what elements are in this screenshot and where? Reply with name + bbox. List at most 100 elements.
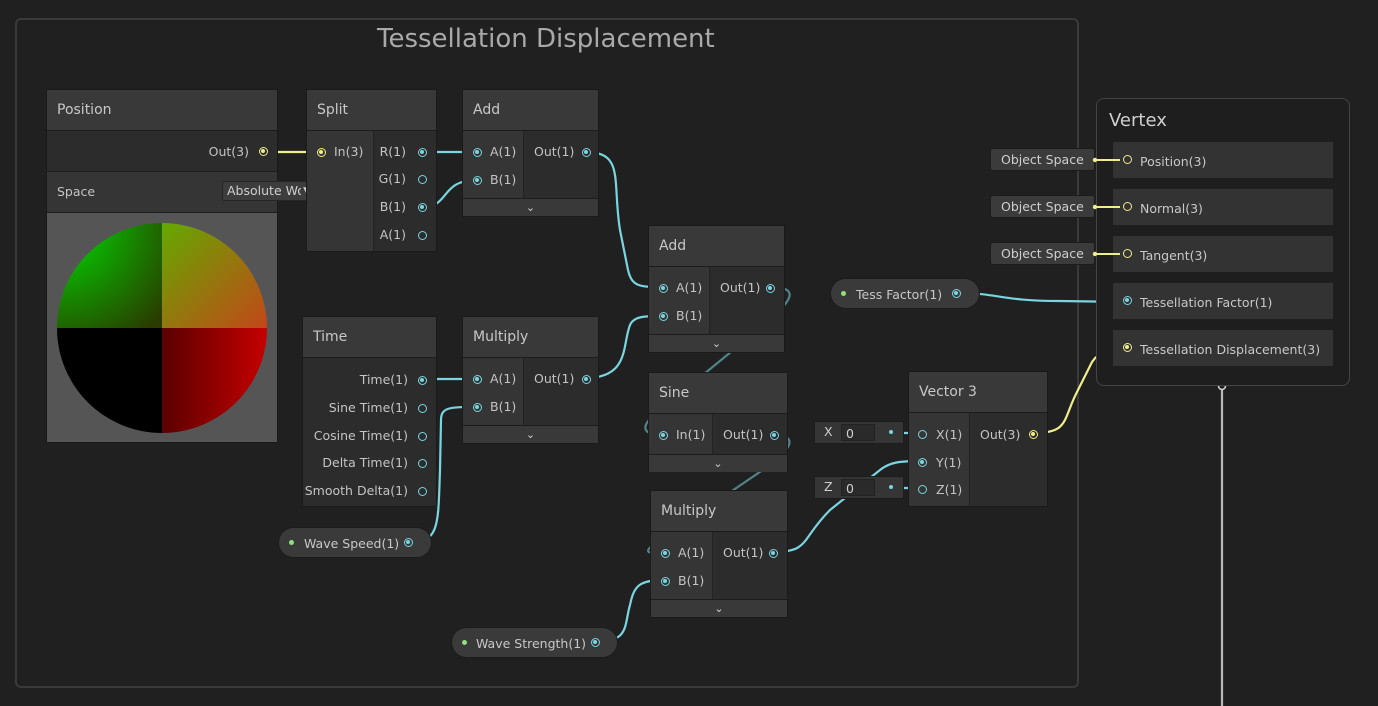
vertex-position-slot[interactable]: Position(3) — [1113, 142, 1333, 178]
normal-space-tag[interactable]: Object Space — [991, 196, 1094, 217]
add1-out-label: Out(1) — [534, 144, 575, 159]
wave-strength-out-port[interactable] — [591, 638, 600, 647]
add1-out-port[interactable] — [582, 148, 591, 157]
add2-in-b-port[interactable] — [659, 312, 668, 321]
wave-speed-property[interactable]: Wave Speed(1) — [279, 528, 431, 557]
mult2-in-b-port[interactable] — [661, 577, 670, 586]
vec3-out-label: Out(3) — [980, 427, 1021, 442]
time-out-cosine-port[interactable] — [418, 432, 427, 441]
tangent-space-tag[interactable]: Object Space — [991, 243, 1094, 264]
add1-collapse-toggle[interactable]: ⌄ — [463, 198, 598, 216]
tess-factor-out-port[interactable] — [952, 289, 961, 298]
add-node-2-title: Add — [649, 226, 784, 267]
add2-in-b-label: B(1) — [676, 308, 703, 323]
time-node[interactable]: Time Time(1) Sine Time(1) Cosine Time(1)… — [303, 317, 436, 506]
vertex-normal-slot[interactable]: Normal(3) — [1113, 189, 1333, 225]
vec3-in-y-label: Y(1) — [936, 455, 962, 470]
time-out-cosine-label: Cosine Time(1) — [313, 428, 408, 443]
add-node-2[interactable]: Add A(1) B(1) Out(1) ⌄ — [649, 226, 784, 352]
add2-collapse-toggle[interactable]: ⌄ — [649, 334, 784, 352]
add2-in-a-port[interactable] — [659, 284, 668, 293]
vec3-in-x-port[interactable] — [918, 430, 927, 439]
group-title[interactable]: Tessellation Displacement — [377, 24, 715, 54]
wave-strength-property[interactable]: Wave Strength(1) — [452, 628, 617, 657]
time-out-time-label: Time(1) — [359, 372, 408, 387]
vec3-in-z-port[interactable] — [918, 485, 927, 494]
time-out-delta-port[interactable] — [418, 459, 427, 468]
position-node[interactable]: Position Out(3) Space Absolute Wo▼ — [47, 90, 315, 442]
split-node[interactable]: Split In(3) R(1) G(1) B(1) A(1) — [307, 90, 436, 251]
vertex-tangent-slot[interactable]: Tangent(3) — [1113, 236, 1333, 272]
vertex-tess-displacement-slot[interactable]: Tessellation Displacement(3) — [1113, 330, 1333, 366]
mult1-in-a-label: A(1) — [490, 371, 517, 386]
mult1-in-a-port[interactable] — [473, 375, 482, 384]
time-out-sine-label: Sine Time(1) — [328, 400, 408, 415]
vertex-tangent-port[interactable] — [1123, 249, 1132, 258]
sine-node[interactable]: Sine In(1) Out(1) ⌄ — [649, 373, 787, 472]
add-node-1[interactable]: Add A(1) B(1) Out(1) ⌄ — [463, 90, 598, 216]
split-out-g-port[interactable] — [418, 175, 427, 184]
vertex-tess-factor-port[interactable] — [1123, 296, 1132, 305]
time-out-sine-port[interactable] — [418, 404, 427, 413]
vec3-in-y-port[interactable] — [918, 458, 927, 467]
tess-factor-label: Tess Factor(1) — [856, 287, 943, 302]
time-out-smooth-label: Smooth Delta(1) — [304, 483, 408, 498]
z-field-value[interactable]: 0 — [841, 479, 875, 496]
vertex-tess-displacement-label: Tessellation Displacement(3) — [1140, 342, 1321, 357]
multiply-node-2[interactable]: Multiply A(1) B(1) Out(1) ⌄ — [651, 491, 787, 617]
mult2-in-a-label: A(1) — [678, 545, 705, 560]
wave-speed-out-port[interactable] — [404, 538, 413, 547]
mult2-collapse-toggle[interactable]: ⌄ — [651, 599, 787, 617]
x-input-field[interactable]: X 0 — [815, 422, 903, 443]
vertex-tess-factor-slot[interactable]: Tessellation Factor(1) — [1113, 283, 1333, 319]
vertex-tess-displacement-port[interactable] — [1123, 343, 1132, 352]
sine-in-port[interactable] — [659, 431, 668, 440]
sine-collapse-toggle[interactable]: ⌄ — [649, 454, 787, 472]
vector3-node[interactable]: Vector 3 X(1) Y(1) Z(1) Out(3) — [909, 372, 1047, 506]
property-indicator-icon — [462, 640, 467, 645]
x-field-label: X — [824, 424, 833, 439]
z-input-field[interactable]: Z 0 — [815, 477, 903, 498]
split-out-b-port[interactable] — [418, 203, 427, 212]
x-field-connector-icon — [889, 430, 893, 434]
time-out-smooth-port[interactable] — [418, 487, 427, 496]
mult1-collapse-toggle[interactable]: ⌄ — [463, 425, 598, 443]
time-out-time-port[interactable] — [418, 376, 427, 385]
x-field-value[interactable]: 0 — [841, 424, 875, 441]
split-node-title: Split — [307, 90, 436, 131]
vertex-position-port[interactable] — [1123, 155, 1132, 164]
split-out-r-port[interactable] — [418, 148, 427, 157]
mult1-out-port[interactable] — [582, 375, 591, 384]
space-dropdown[interactable]: Absolute Wo▼ — [222, 181, 315, 201]
split-in-port[interactable] — [317, 148, 326, 157]
add-node-1-title: Add — [463, 90, 598, 131]
z-field-label: Z — [824, 479, 833, 494]
vertex-normal-label: Normal(3) — [1140, 201, 1203, 216]
add2-out-label: Out(1) — [720, 280, 761, 295]
vertex-normal-port[interactable] — [1123, 202, 1132, 211]
wave-strength-label: Wave Strength(1) — [476, 636, 587, 651]
sine-in-label: In(1) — [676, 427, 706, 442]
mult1-in-b-port[interactable] — [473, 403, 482, 412]
space-dropdown-value: Absolute Wo — [227, 183, 305, 198]
chevron-down-icon: ⌄ — [713, 457, 723, 470]
tess-factor-property[interactable]: Tess Factor(1) — [831, 279, 979, 308]
add2-out-port[interactable] — [766, 284, 775, 293]
vec3-out-port[interactable] — [1029, 430, 1038, 439]
position-space-label: Object Space — [1001, 152, 1084, 167]
position-out-port[interactable] — [259, 147, 268, 156]
vertex-tangent-label: Tangent(3) — [1140, 248, 1208, 263]
tangent-space-label: Object Space — [1001, 246, 1084, 261]
mult2-in-a-port[interactable] — [661, 549, 670, 558]
chevron-down-icon: ⌄ — [711, 337, 722, 350]
vertex-context[interactable]: Vertex Position(3) Normal(3) Tangent(3) … — [1096, 98, 1350, 386]
tangent-space-dot — [1092, 251, 1098, 257]
add1-in-b-port[interactable] — [473, 176, 482, 185]
add1-in-a-port[interactable] — [473, 148, 482, 157]
multiply-node-1[interactable]: Multiply A(1) B(1) Out(1) ⌄ — [463, 317, 598, 443]
mult2-out-port[interactable] — [769, 549, 778, 558]
property-indicator-icon — [841, 291, 846, 296]
split-out-a-port[interactable] — [418, 231, 427, 240]
sine-out-port[interactable] — [770, 431, 779, 440]
position-space-tag[interactable]: Object Space — [991, 149, 1094, 170]
